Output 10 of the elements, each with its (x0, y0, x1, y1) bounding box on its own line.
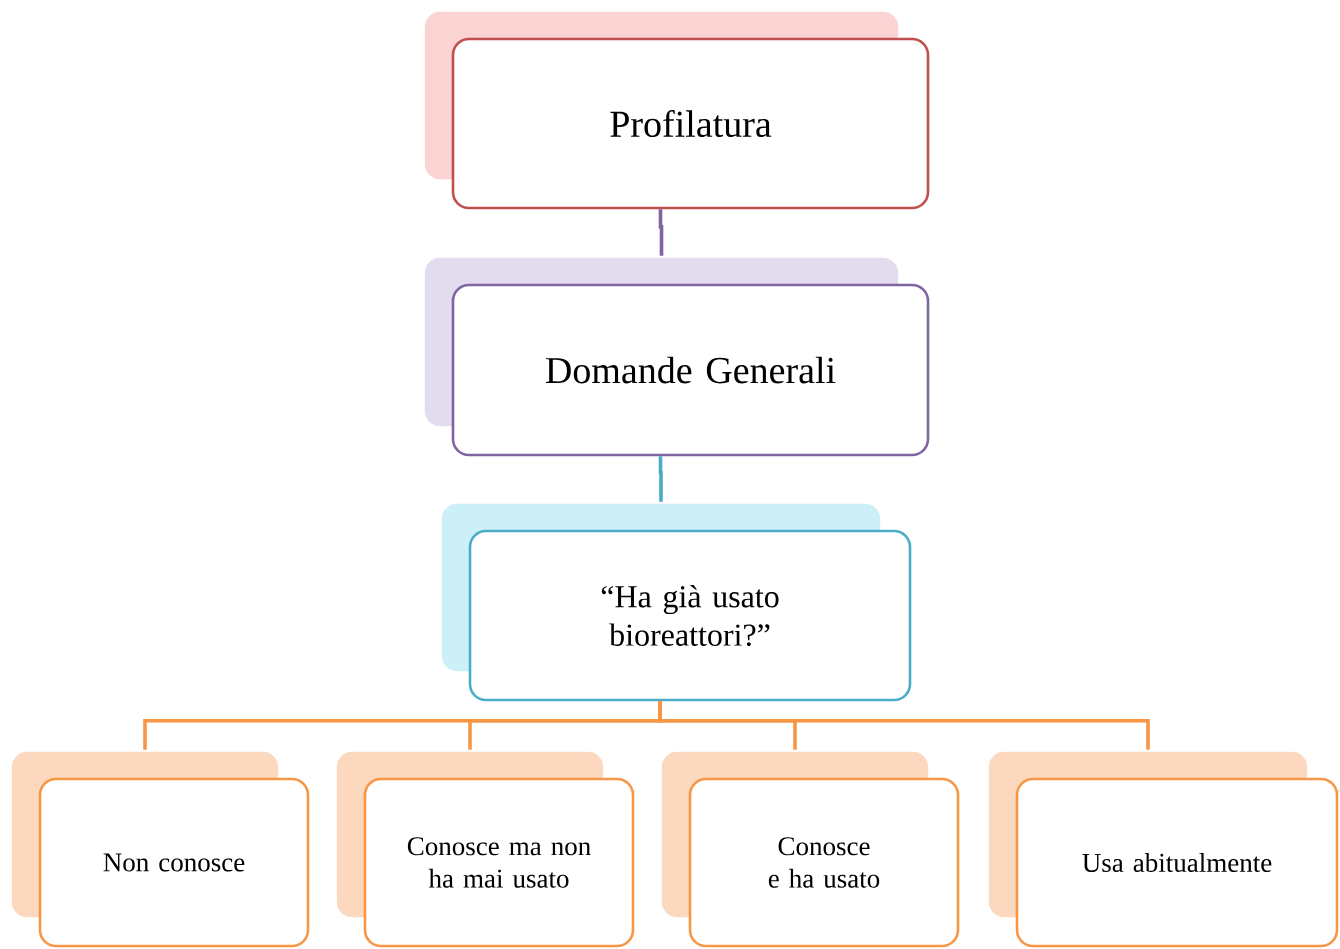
process-box: Domande Generali (423, 256, 930, 457)
connector-line (658, 209, 664, 256)
process-box: Conosce ma non ha mai usato (335, 750, 635, 948)
connector-line (658, 456, 663, 502)
process-box: Usa abitualmente (987, 750, 1339, 948)
connector-line (658, 701, 1150, 750)
process-box: Conosce e ha usato (660, 750, 960, 948)
process-box: Profilatura (423, 10, 930, 210)
process-box: Non conosce (10, 750, 310, 948)
process-box: “Ha già usato bioreattori?” (440, 502, 912, 702)
